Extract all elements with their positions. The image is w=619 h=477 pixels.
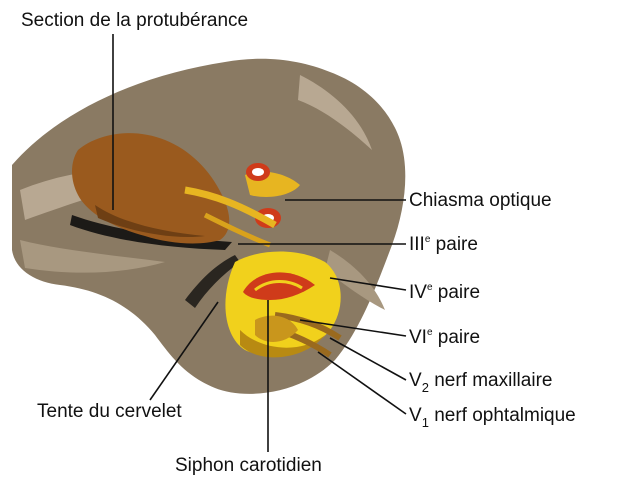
leader-iv xyxy=(330,278,406,290)
label-chiasma-optique: Chiasma optique xyxy=(409,190,552,212)
label-roman: IV xyxy=(409,282,427,303)
label-rest: paire xyxy=(430,234,478,255)
leader-v2 xyxy=(330,338,406,380)
label-letter: V xyxy=(409,370,422,391)
label-rest: nerf maxillaire xyxy=(429,370,553,391)
label-rest: nerf ophtalmique xyxy=(429,405,576,426)
label-subscript: 1 xyxy=(422,415,429,430)
leader-tente xyxy=(150,302,218,400)
label-third-pair: IIIe paire xyxy=(409,234,478,256)
label-v1-ophthalmic: V1 nerf ophtalmique xyxy=(409,405,576,427)
label-rest: paire xyxy=(433,327,481,348)
leader-vi xyxy=(300,320,406,336)
label-subscript: 2 xyxy=(422,380,429,395)
label-v2-maxillary: V2 nerf maxillaire xyxy=(409,370,552,392)
label-letter: V xyxy=(409,405,422,426)
label-fourth-pair: IVe paire xyxy=(409,282,480,304)
label-roman: VI xyxy=(409,327,427,348)
label-tente-cervelet: Tente du cervelet xyxy=(37,401,182,423)
label-roman: III xyxy=(409,234,425,255)
leader-v1 xyxy=(318,352,406,414)
label-siphon-carotidien: Siphon carotidien xyxy=(175,455,322,477)
label-section-protuberance: Section de la protubérance xyxy=(21,10,248,32)
label-sixth-pair: VIe paire xyxy=(409,327,480,349)
label-rest: paire xyxy=(433,282,481,303)
